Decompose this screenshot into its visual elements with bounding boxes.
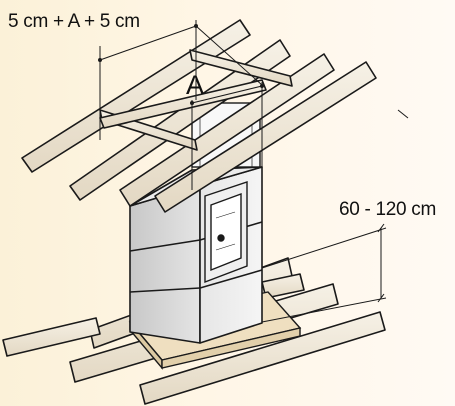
opening-dimension-line: [191, 85, 263, 104]
rafter-front: [154, 61, 377, 213]
header-beam: [99, 79, 267, 129]
rafter-left-inner: [69, 39, 291, 201]
rafter-right: [119, 53, 335, 207]
stove-door: [204, 181, 248, 284]
height-range-label: 60 - 120 cm: [339, 199, 437, 220]
top-dimension-line: [99, 25, 197, 61]
trimmer-back: [189, 49, 293, 87]
opening-width-label: A: [186, 70, 205, 100]
top-dimension-label: 5 cm + A + 5 cm: [8, 11, 140, 32]
stove-door-handle-icon: [217, 234, 225, 242]
floor-crossbeam-left: [2, 317, 101, 357]
